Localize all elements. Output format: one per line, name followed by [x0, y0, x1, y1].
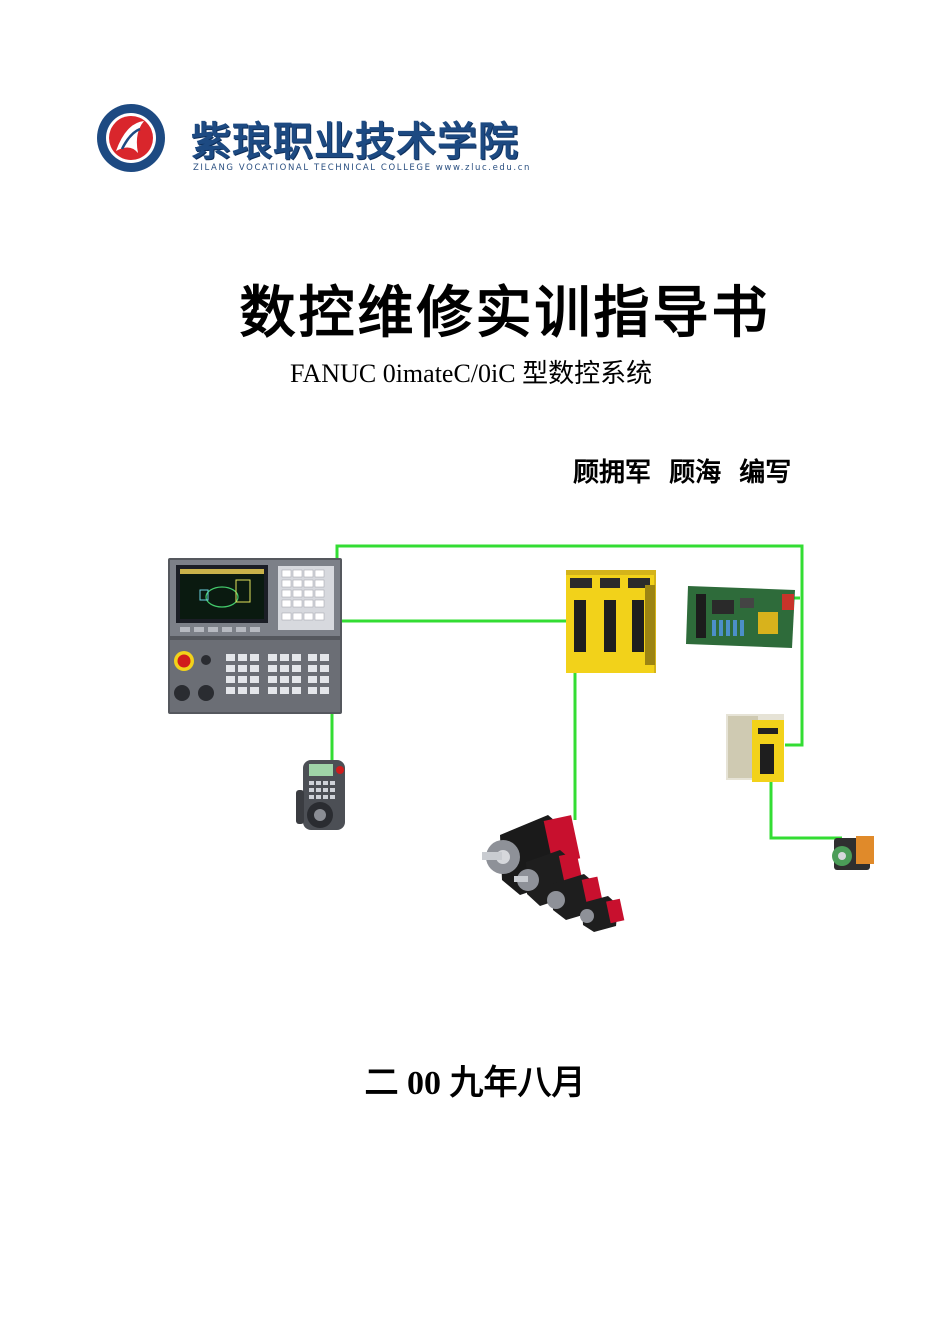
spindle-amplifier-module — [566, 570, 656, 673]
college-logo: 紫琅职业技术学院 ZILANG VOCATIONAL TECHNICAL COL… — [96, 103, 536, 175]
servo-motors-group — [482, 815, 625, 932]
page-title: 数控维修实训指导书 — [239, 281, 771, 346]
college-subtitle: ZILANG VOCATIONAL TECHNICAL COLLEGE www.… — [193, 163, 531, 173]
cnc-control-panel — [168, 558, 342, 714]
page-subtitle: FANUC 0imateC/0iC 型数控系统 — [290, 359, 653, 388]
college-seal-icon — [97, 104, 165, 172]
io-pcb-board — [686, 586, 795, 648]
servo-amplifier — [726, 714, 784, 782]
manual-pulse-generator — [296, 760, 345, 830]
small-servo-motor — [832, 836, 874, 870]
publish-date: 二 00 九年八月 — [364, 1065, 586, 1102]
college-name: 紫琅职业技术学院 — [191, 119, 519, 165]
authors: 顾拥军 顾海 编写 — [573, 458, 792, 488]
